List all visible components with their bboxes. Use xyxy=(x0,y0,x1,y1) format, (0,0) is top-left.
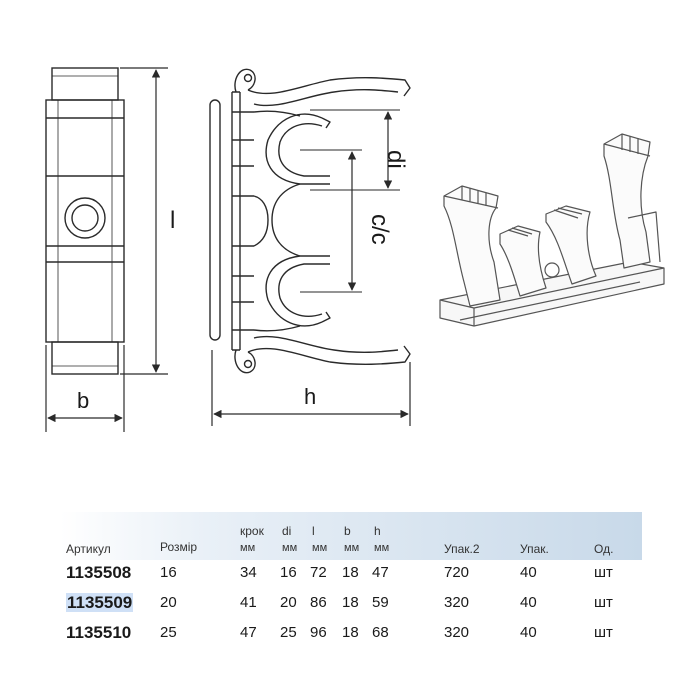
header-article: Артикул xyxy=(66,542,111,556)
cell-h: 47 xyxy=(372,564,389,581)
isometric-view xyxy=(439,133,665,327)
cell-di: 25 xyxy=(280,624,297,641)
label-b: b xyxy=(77,388,89,413)
label-h: h xyxy=(304,384,316,409)
cell-b: 18 xyxy=(342,594,359,611)
cell-b: 18 xyxy=(342,564,359,581)
header-size: Розмір xyxy=(160,540,198,554)
cell-di: 20 xyxy=(280,594,297,611)
cell-unit: шт xyxy=(594,564,613,581)
cell-step: 34 xyxy=(240,564,257,581)
dimension-b xyxy=(45,345,125,432)
cell-l: 72 xyxy=(310,564,327,581)
cell-article: 1135510 xyxy=(66,623,132,642)
cell-h: 59 xyxy=(372,594,389,611)
cell-step: 47 xyxy=(240,624,257,641)
cell-pack: 40 xyxy=(520,624,537,641)
table-row[interactable]: 1135510 25 47 25 96 18 68 320 40 шт xyxy=(60,620,642,650)
cell-unit: шт xyxy=(594,594,613,611)
cell-pack: 40 xyxy=(520,564,537,581)
dimension-cc xyxy=(300,149,362,293)
cell-pack2: 320 xyxy=(444,624,470,641)
label-l: l xyxy=(170,207,175,234)
cell-pack2: 720 xyxy=(444,564,470,581)
header-pack: Упак. xyxy=(520,542,549,556)
dimension-h xyxy=(211,350,411,426)
cell-pack: 40 xyxy=(520,594,537,611)
selected-article-text[interactable]: 1135509 xyxy=(66,593,134,612)
technical-drawing: b l xyxy=(45,67,665,432)
cell-h: 68 xyxy=(372,624,389,641)
cell-article: 1135508 xyxy=(66,563,132,582)
cell-unit: шт xyxy=(594,624,613,641)
cell-size: 20 xyxy=(160,594,177,611)
dimension-l xyxy=(120,67,168,375)
cell-l: 86 xyxy=(310,594,327,611)
label-cc: c/c xyxy=(366,214,393,245)
cell-size: 16 xyxy=(160,564,177,581)
side-view xyxy=(45,67,125,375)
table-row[interactable]: 1135508 16 34 16 72 18 47 720 40 шт xyxy=(60,560,642,590)
cell-b: 18 xyxy=(342,624,359,641)
cell-step: 41 xyxy=(240,594,257,611)
cell-di: 16 xyxy=(280,564,297,581)
cell-size: 25 xyxy=(160,624,177,641)
header-pack2: Упак.2 xyxy=(444,542,480,556)
header-unit: Од. xyxy=(594,542,614,556)
table-row[interactable]: 1135509 20 41 20 86 18 59 320 40 шт xyxy=(60,590,642,620)
cell-article: 1135509 xyxy=(66,593,134,613)
cell-l: 96 xyxy=(310,624,327,641)
cell-pack2: 320 xyxy=(444,594,470,611)
front-view xyxy=(209,68,411,374)
label-di: di xyxy=(382,150,409,169)
